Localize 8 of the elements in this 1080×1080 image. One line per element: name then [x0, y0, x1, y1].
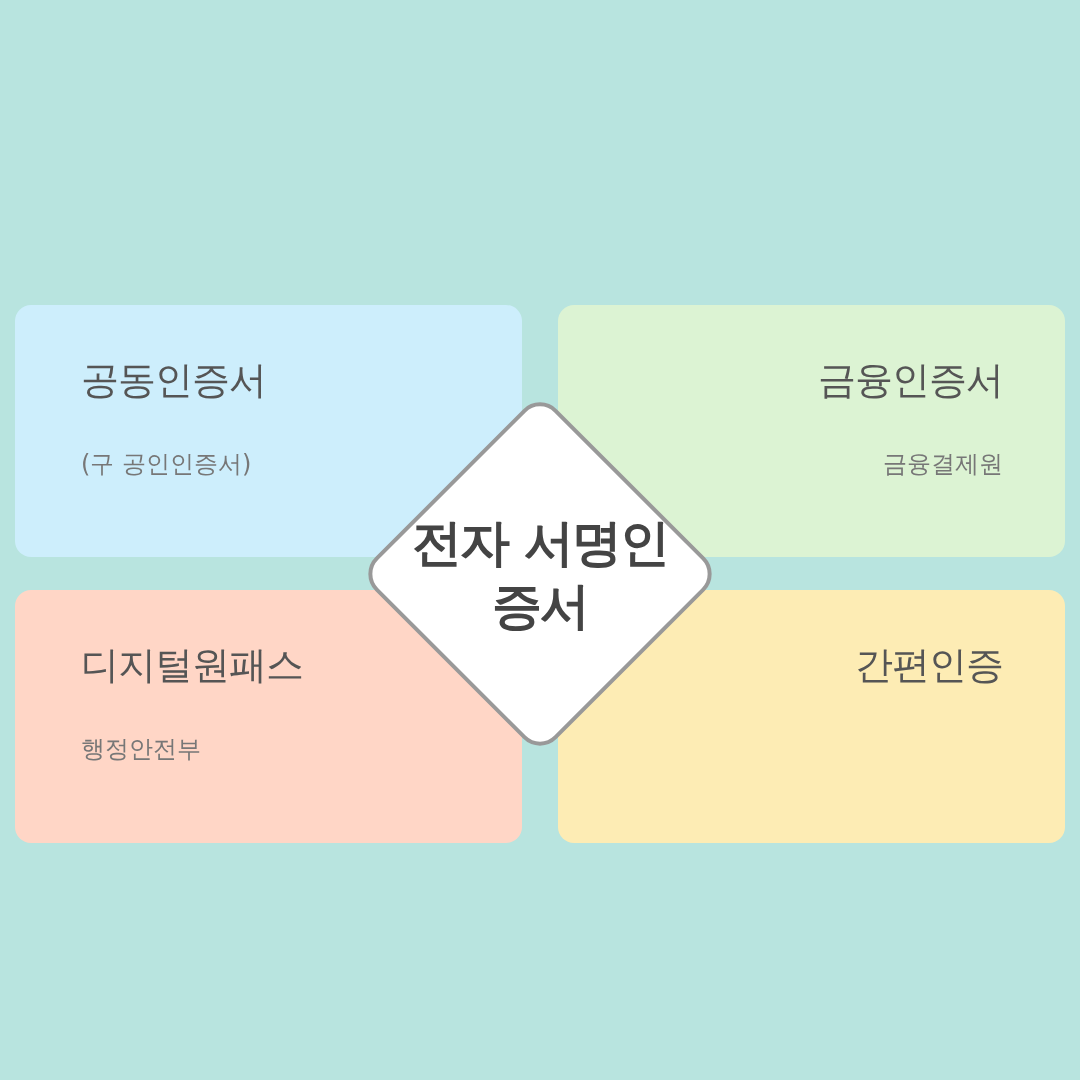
- card-subtext: (구 공인인증서): [81, 449, 252, 480]
- card-subtext: 금융결제원: [883, 449, 1003, 480]
- card-heading: 금융인증서: [818, 357, 1003, 404]
- card-subtext: 행정안전부: [81, 734, 201, 765]
- card-heading: 간편인증: [855, 642, 1003, 689]
- card-heading: 공동인증서: [81, 357, 266, 404]
- card-heading: 디지털원패스: [81, 642, 303, 689]
- center-title: 전자 서명인증서: [411, 512, 669, 636]
